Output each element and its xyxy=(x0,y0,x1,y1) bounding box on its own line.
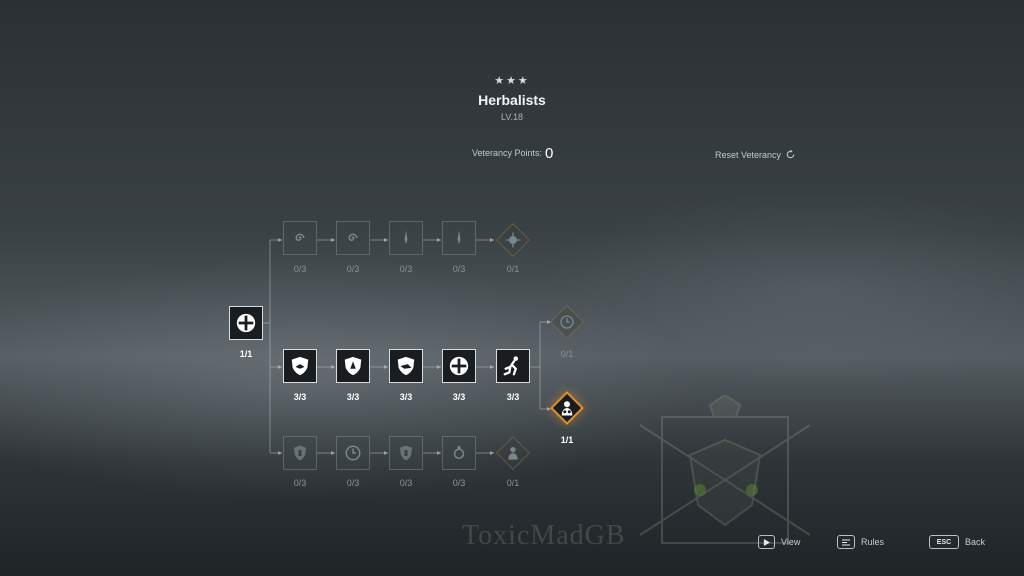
veterancy-points: Veterancy Points:0 xyxy=(472,145,553,162)
shield-icon xyxy=(344,356,362,376)
wolf-crest-emblem xyxy=(640,395,810,544)
menu-lines-icon xyxy=(842,539,850,545)
gas-mask-icon xyxy=(508,447,518,460)
skill-node-root-count: 1/1 xyxy=(239,349,253,359)
skill-node-top-5-count: 0/1 xyxy=(506,264,520,274)
skill-node-bottom-2-count: 0/3 xyxy=(346,478,360,488)
dagger-icon xyxy=(457,230,461,244)
skill-node-branch-1[interactable] xyxy=(550,305,584,339)
gas-mask-icon xyxy=(561,401,573,416)
skill-node-branch-2-count: 1/1 xyxy=(560,435,574,445)
skill-node-bottom-2[interactable] xyxy=(336,436,370,470)
unit-rank-stars: ★★★ xyxy=(494,75,530,87)
skill-node-mid-2[interactable] xyxy=(336,349,370,383)
esc-key: ESC xyxy=(929,535,959,549)
flask-icon xyxy=(453,446,465,459)
potion-icon xyxy=(294,445,306,461)
view-key-icon xyxy=(758,535,775,549)
spiral-icon xyxy=(348,233,358,241)
skill-node-branch-2[interactable] xyxy=(550,391,584,425)
watermark-text: ToxicMadGB xyxy=(462,520,626,551)
unit-level: LV.18 xyxy=(500,112,524,122)
skill-node-mid-4[interactable] xyxy=(442,349,476,383)
skill-node-bottom-1[interactable] xyxy=(283,436,317,470)
skill-node-top-3[interactable] xyxy=(389,221,423,255)
skill-node-top-4-count: 0/3 xyxy=(452,264,466,274)
burst-icon xyxy=(505,232,521,248)
skill-node-mid-1[interactable] xyxy=(283,349,317,383)
skill-node-top-4[interactable] xyxy=(442,221,476,255)
plus-cross-icon xyxy=(236,313,256,333)
skill-node-mid-3-count: 3/3 xyxy=(399,392,413,402)
shield-icon xyxy=(291,356,309,376)
skill-node-bottom-3-count: 0/3 xyxy=(399,478,413,488)
back-button[interactable]: ESC Back xyxy=(929,535,985,549)
skill-node-bottom-5[interactable] xyxy=(496,436,530,470)
skill-node-top-1[interactable] xyxy=(283,221,317,255)
veterancy-points-value: 0 xyxy=(545,145,554,162)
rules-label: Rules xyxy=(861,537,885,547)
dagger-icon xyxy=(404,230,408,244)
skill-node-root[interactable] xyxy=(229,306,263,340)
skill-node-top-3-count: 0/3 xyxy=(399,264,413,274)
view-button[interactable]: View xyxy=(758,535,800,549)
skill-node-top-1-count: 0/3 xyxy=(293,264,307,274)
play-icon xyxy=(763,538,770,546)
plus-cross-icon xyxy=(449,356,469,376)
reset-veterancy-label: Reset Veterancy xyxy=(715,149,782,160)
skill-node-bottom-4[interactable] xyxy=(442,436,476,470)
skill-node-top-5[interactable] xyxy=(496,223,530,257)
view-label: View xyxy=(781,537,801,547)
skill-node-mid-3[interactable] xyxy=(389,349,423,383)
skill-node-mid-5-count: 3/3 xyxy=(506,392,520,402)
spiral-icon xyxy=(295,233,305,241)
reset-icon xyxy=(786,149,795,159)
skill-node-bottom-1-count: 0/3 xyxy=(293,478,307,488)
rules-key-icon xyxy=(837,535,855,549)
skill-node-mid-1-count: 3/3 xyxy=(293,392,307,402)
back-label: Back xyxy=(965,537,986,547)
potion-icon xyxy=(400,445,412,461)
clock-icon xyxy=(345,445,361,461)
skill-node-bottom-5-count: 0/1 xyxy=(506,478,520,488)
skill-node-bottom-3[interactable] xyxy=(389,436,423,470)
veterancy-points-label: Veterancy Points: xyxy=(472,148,543,158)
reset-veterancy-button[interactable]: Reset Veterancy xyxy=(715,149,796,160)
skill-node-top-2[interactable] xyxy=(336,221,370,255)
rules-button[interactable]: Rules xyxy=(837,535,884,549)
unit-name: Herbalists xyxy=(478,92,546,108)
skill-node-branch-1-count: 0/1 xyxy=(560,349,574,359)
clock-icon xyxy=(560,315,574,329)
skill-node-mid-5[interactable] xyxy=(496,349,530,383)
skill-node-mid-4-count: 3/3 xyxy=(452,392,466,402)
skill-node-top-2-count: 0/3 xyxy=(346,264,360,274)
skill-node-bottom-4-count: 0/3 xyxy=(452,478,466,488)
shield-icon xyxy=(397,356,415,376)
skill-node-mid-2-count: 3/3 xyxy=(346,392,360,402)
runner-icon xyxy=(503,356,519,376)
